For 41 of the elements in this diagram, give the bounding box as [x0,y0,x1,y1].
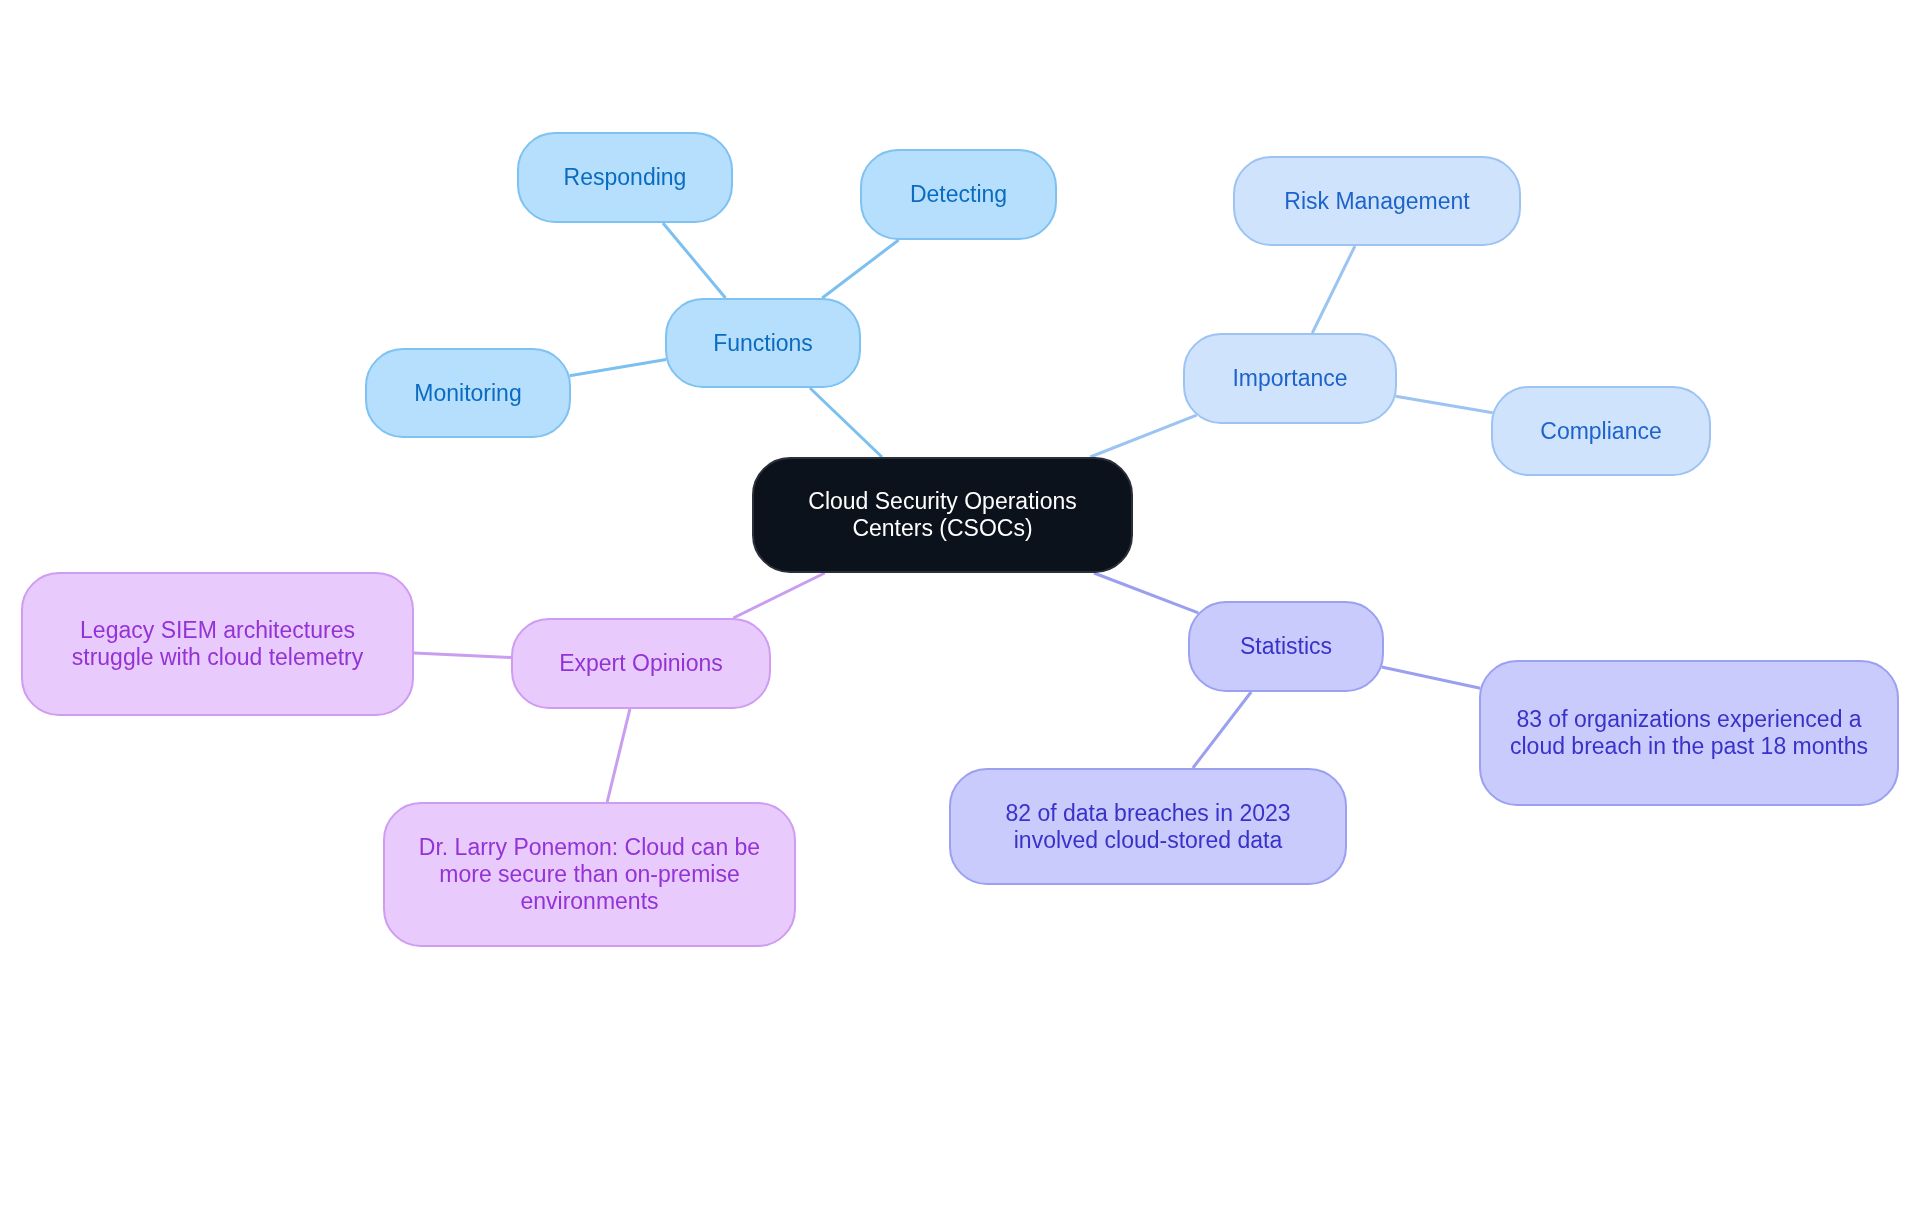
topic-node [21,572,414,716]
connector-line [732,571,826,620]
node-label: Compliance [1540,417,1662,445]
node-label: Cloud Security Operations Centers (CSOCs) [807,488,1078,542]
connector-line [413,651,512,659]
node-label: Importance [1232,365,1348,392]
topic-node [949,768,1347,885]
node-label: Responding [563,164,687,191]
node-label: Risk Management [1284,187,1470,215]
connector-line [821,238,900,300]
branch-node [665,298,861,388]
node-label: Statistics [1240,633,1332,660]
topic-node [860,149,1057,240]
branch-node [1183,333,1397,424]
connector-line [605,708,632,803]
connector-line [1089,413,1198,459]
topic-node [365,348,571,438]
branch-node [1188,601,1384,692]
connector-line [1093,571,1199,615]
node-label: Functions [713,329,813,357]
node-label: Detecting [909,181,1008,208]
connector-line [808,386,883,459]
node-label: Legacy SIEM architectures struggle with cloud telemetry [70,617,365,671]
topic-node [383,802,796,947]
topic-node [1479,660,1899,806]
topic-node [1233,156,1521,246]
central-topic-node [752,457,1133,573]
connector-line [1395,394,1493,415]
node-label: 82 of data breaches in 2023 involved cloud-stored data [1004,799,1292,854]
node-label: 83 of organizations experienced a cloud breach in the past 18 months [1509,706,1869,760]
node-label: Monitoring [414,379,522,407]
topic-node [1491,386,1711,476]
node-label: Expert Opinions [559,650,723,677]
connector-line [661,222,727,299]
connector-line [1191,691,1253,769]
connector-line [1381,665,1481,690]
branch-node [511,618,771,709]
connector-line [1310,245,1357,334]
connector-line [569,357,667,378]
node-label: Dr. Larry Ponemon: Cloud can be more secure than on-premise environments [417,834,762,915]
topic-node [517,132,733,223]
